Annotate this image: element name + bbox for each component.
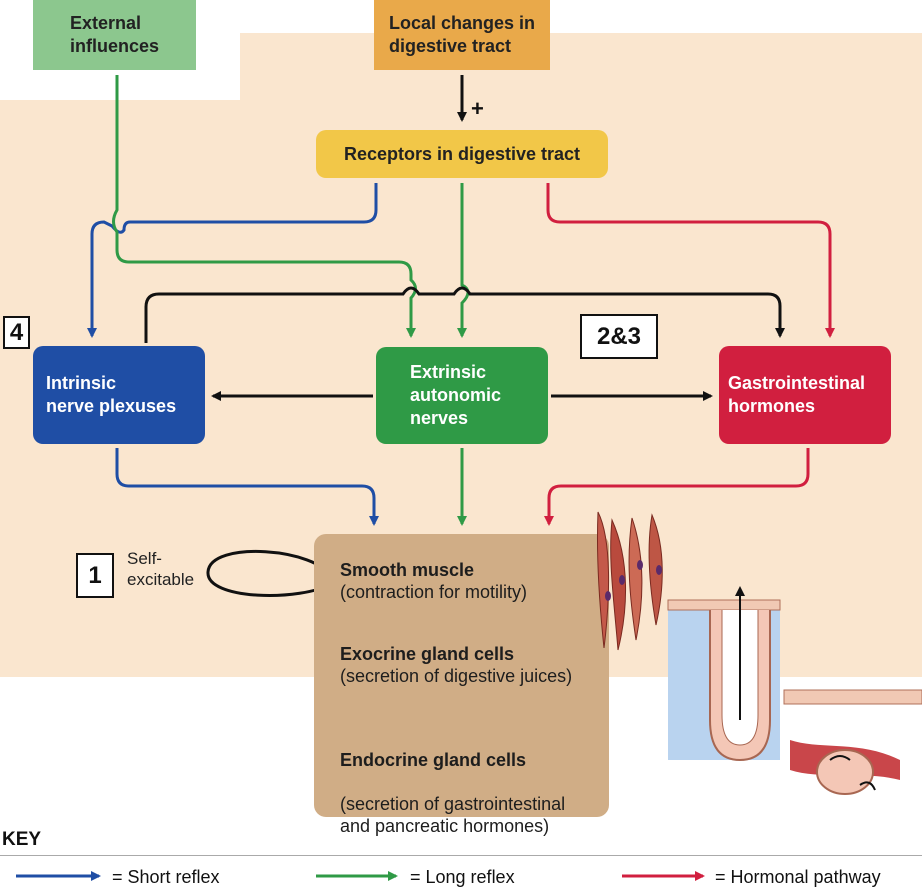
key-long-reflex-label: = Long reflex — [410, 867, 515, 887]
marker-2-3: 2&3 — [580, 314, 658, 359]
effector-detail: (secretion of digestive juices) — [340, 666, 573, 686]
local-changes-box: Local changes in digestive tract — [374, 0, 550, 70]
effector-endocrine: Endocrine gland cells (secretion of gast… — [340, 727, 565, 837]
external-influences-label: External influences — [69, 13, 160, 56]
receptors-label: Receptors in digestive tract — [343, 143, 581, 164]
self-excitable-label: Self- excitable — [127, 549, 195, 589]
effector-exocrine: Exocrine gland cells (secretion of diges… — [340, 643, 572, 687]
arrow-external-to-autonomic — [112, 75, 417, 338]
autonomic-nerves-label: Extrinsic autonomic nerves — [410, 362, 502, 428]
effector-title: Exocrine gland cells — [340, 644, 515, 664]
marker-4: 4 — [3, 316, 30, 349]
marker-1: 1 — [76, 553, 114, 598]
key-divider — [0, 855, 922, 856]
effector-detail: (secretion of gastrointestinal and pancr… — [340, 794, 566, 836]
effector-title: Endocrine gland cells — [340, 750, 527, 770]
local-changes-label: Local changes in digestive tract — [388, 13, 536, 56]
gi-hormones-box: Gastrointestinal hormones — [719, 346, 891, 444]
arrow-receptors-to-intrinsic — [87, 183, 378, 338]
arrow-intrinsic-to-gi — [144, 286, 785, 343]
key-title: KEY — [2, 829, 42, 850]
key-hormonal-label: = Hormonal pathway — [715, 867, 881, 887]
effector-cells-box: Smooth muscle (contraction for motility)… — [314, 534, 609, 836]
external-influences-box: External influences — [33, 0, 196, 70]
arrow-receptors-to-gi — [546, 183, 835, 338]
effector-detail: (contraction for motility) — [340, 582, 528, 602]
gi-hormones-label: Gastrointestinal hormones — [728, 373, 866, 416]
arrow-intrinsic-to-effectors — [115, 448, 379, 526]
effector-smooth-muscle: Smooth muscle (contraction for motility) — [340, 559, 527, 603]
receptors-box: Receptors in digestive tract — [316, 130, 608, 178]
autonomic-nerves-box: Extrinsic autonomic nerves — [376, 347, 548, 444]
plus-sign: + — [471, 96, 484, 121]
arrow-gi-to-effectors — [544, 448, 810, 526]
intrinsic-plexuses-label: Intrinsic nerve plexuses — [46, 373, 177, 416]
self-excitable-loop-arrow — [206, 549, 336, 597]
intrinsic-plexuses-box: Intrinsic nerve plexuses — [33, 346, 205, 444]
key-short-reflex-label: = Short reflex — [112, 867, 220, 887]
effector-title: Smooth muscle — [340, 560, 475, 580]
